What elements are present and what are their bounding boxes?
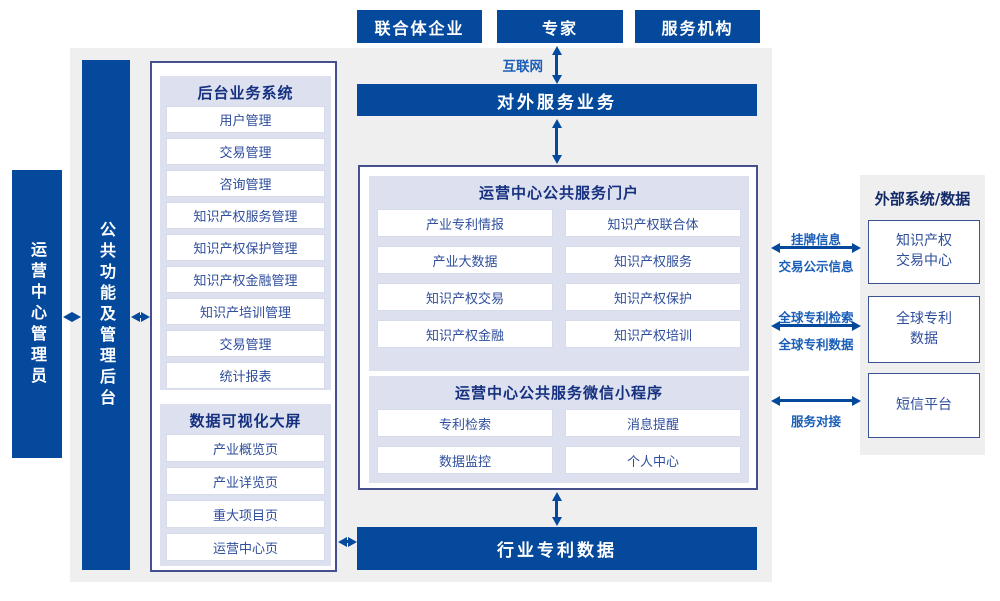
portal-item-grid: 产业专利情报 知识产权联合体 产业大数据 知识产权服务 知识产权交易 知识产权保… xyxy=(369,203,749,354)
actor-label: 专家 xyxy=(541,18,578,38)
portal-item: 知识产权培训 xyxy=(565,320,741,348)
portal-item: 产业专利情报 xyxy=(377,209,553,237)
wechat-miniprogram-panel: 运营中心公共服务微信小程序 专利检索 消息提醒 数据监控 个人中心 xyxy=(369,376,749,483)
backend-business-system-panel: 后台业务系统 用户管理 交易管理 咨询管理 知识产权服务管理 知识产权保护管理 … xyxy=(160,76,331,390)
panel-title: 后台业务系统 xyxy=(197,84,294,102)
actor-experts: 专家 xyxy=(497,10,623,43)
link-label-listing-info: 挂牌信息 xyxy=(790,232,841,247)
backend-item: 用户管理 xyxy=(166,106,325,133)
public-service-portal-panel: 运营中心公共服务门户 产业专利情报 知识产权联合体 产业大数据 知识产权服务 知… xyxy=(369,176,749,371)
actor-service-organizations: 服务机构 xyxy=(635,10,760,43)
data-visualization-panel: 数据可视化大屏 产业概览页 产业详览页 重大项目页 运营中心页 xyxy=(160,404,331,566)
vertical-bar-label: 公共功能及管理后台 xyxy=(97,220,116,410)
backend-item: 知识产权服务管理 xyxy=(166,202,325,229)
link-label-transaction-publicity: 交易公示信息 xyxy=(778,259,854,274)
arrow-sms-platform xyxy=(780,399,852,402)
miniprogram-item: 数据监控 xyxy=(377,446,553,474)
external-box-label: 短信平台 xyxy=(896,396,952,413)
internet-label: 互联网 xyxy=(502,59,544,75)
backend-item: 知识产权金融管理 xyxy=(166,266,325,293)
backend-item: 交易管理 xyxy=(166,330,325,357)
industry-patent-data-bar: 行业专利数据 xyxy=(357,527,757,570)
backend-item: 咨询管理 xyxy=(166,170,325,197)
external-box-ip-trading-center: 知识产权交易中心 xyxy=(868,220,980,284)
arrow-ip-trading-center xyxy=(780,246,852,249)
external-box-global-patent-data: 全球专利数据 xyxy=(868,296,980,363)
portal-item: 产业大数据 xyxy=(377,246,553,274)
panel-title: 数据可视化大屏 xyxy=(189,412,302,430)
miniprogram-item-grid: 专利检索 消息提醒 数据监控 个人中心 xyxy=(369,403,749,480)
dashboard-item-list: 产业概览页 产业详览页 重大项目页 运营中心页 xyxy=(160,431,331,564)
actor-label: 联合体企业 xyxy=(374,18,465,38)
center-services-container: 运营中心公共服务门户 产业专利情报 知识产权联合体 产业大数据 知识产权服务 知… xyxy=(358,165,758,490)
portal-item: 知识产权金融 xyxy=(377,320,553,348)
link-label-global-patent-data: 全球专利数据 xyxy=(778,337,854,352)
arrow-dashboard-patentdata xyxy=(347,540,348,543)
panel-title: 运营中心公共服务微信小程序 xyxy=(454,384,663,402)
dashboard-item: 产业概览页 xyxy=(166,434,325,462)
dashboard-item: 产业详览页 xyxy=(166,467,325,495)
external-box-label: 知识产权交易中心 xyxy=(896,233,952,269)
backend-item: 交易管理 xyxy=(166,138,325,165)
backend-item-list: 用户管理 交易管理 咨询管理 知识产权服务管理 知识产权保护管理 知识产权金融管… xyxy=(160,103,331,392)
miniprogram-item: 消息提醒 xyxy=(565,409,741,437)
vertical-bar-label: 运营中心管理员 xyxy=(28,240,47,388)
external-box-label: 全球专利数据 xyxy=(896,310,952,347)
arrow-backend-container xyxy=(140,315,141,318)
arrow-global-patent-data xyxy=(780,324,852,327)
dashboard-item: 重大项目页 xyxy=(166,500,325,528)
dashboard-item: 运营中心页 xyxy=(166,533,325,561)
public-functions-backend-bar: 公共功能及管理后台 xyxy=(82,60,130,570)
arrow-service-portal xyxy=(555,128,558,155)
link-label-global-patent-search: 全球专利检索 xyxy=(778,310,854,325)
actor-label: 服务机构 xyxy=(661,18,734,38)
link-label-service-docking: 服务对接 xyxy=(790,414,841,429)
miniprogram-item: 个人中心 xyxy=(565,446,741,474)
external-service-bar: 对外服务业务 xyxy=(357,84,757,116)
arrow-internet xyxy=(555,55,558,75)
left-systems-container: 后台业务系统 用户管理 交易管理 咨询管理 知识产权服务管理 知识产权保护管理 … xyxy=(150,61,337,572)
backend-item: 知识产权保护管理 xyxy=(166,234,325,261)
backend-item: 知识产培训管理 xyxy=(166,298,325,325)
arrow-portal-patentdata xyxy=(555,501,558,517)
actor-consortium-enterprises: 联合体企业 xyxy=(357,10,482,43)
bar-label: 行业专利数据 xyxy=(497,541,617,561)
ops-center-admin-bar: 运营中心管理员 xyxy=(12,170,62,458)
portal-item: 知识产权服务 xyxy=(565,246,741,274)
portal-item: 知识产权保护 xyxy=(565,283,741,311)
bar-label: 对外服务业务 xyxy=(497,92,617,113)
panel-title: 运营中心公共服务门户 xyxy=(478,184,639,202)
external-box-sms-platform: 短信平台 xyxy=(868,373,980,438)
backend-item: 统计报表 xyxy=(166,362,325,389)
portal-item: 知识产权联合体 xyxy=(565,209,741,237)
external-systems-title: 外部系统/数据 xyxy=(874,190,971,208)
portal-item: 知识产权交易 xyxy=(377,283,553,311)
miniprogram-item: 专利检索 xyxy=(377,409,553,437)
